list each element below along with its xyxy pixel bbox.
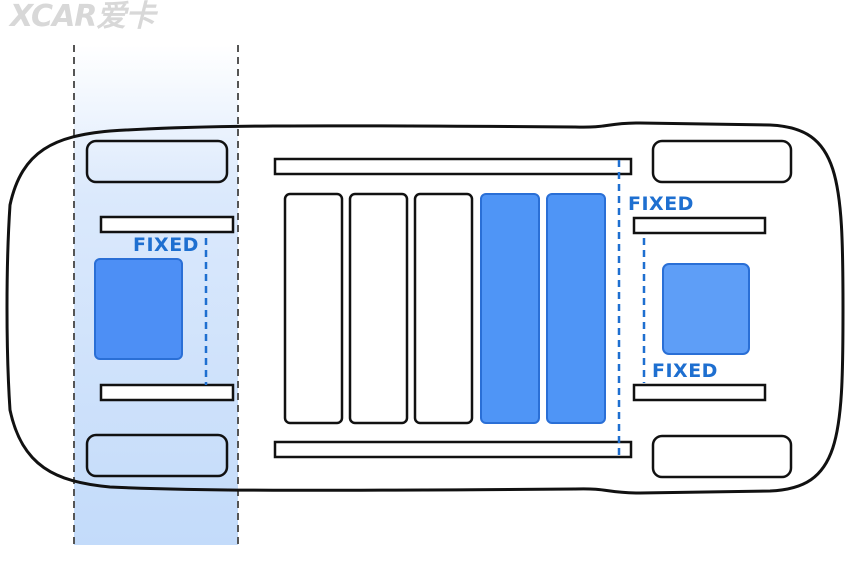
battery-top-rail [273, 157, 633, 176]
battery-module-1 [283, 192, 344, 425]
battery-bottom-rail [273, 440, 633, 459]
rear-right-wheel [651, 434, 793, 479]
battery-module-4 [480, 193, 540, 424]
front-motor-block [94, 258, 183, 360]
front-left-wheel [85, 139, 229, 184]
watermark-logo: XCAR爱卡 [10, 0, 155, 34]
battery-module-5 [546, 193, 606, 424]
rear-lower-bar [632, 383, 767, 402]
rear-left-wheel [651, 139, 793, 184]
rear-fixed-label-top: FIXED [628, 193, 694, 215]
front-fixed-label: FIXED [133, 234, 199, 256]
rear-upper-bar [632, 216, 767, 235]
rear-motor-block [662, 263, 750, 355]
car-body-outline [5, 121, 845, 495]
front-upper-bar [99, 215, 235, 234]
front-lower-bar [99, 383, 235, 402]
battery-module-2 [348, 192, 409, 425]
battery-module-3 [413, 192, 474, 425]
rear-fixed-label-bottom: FIXED [652, 360, 718, 382]
front-right-wheel [85, 433, 229, 478]
